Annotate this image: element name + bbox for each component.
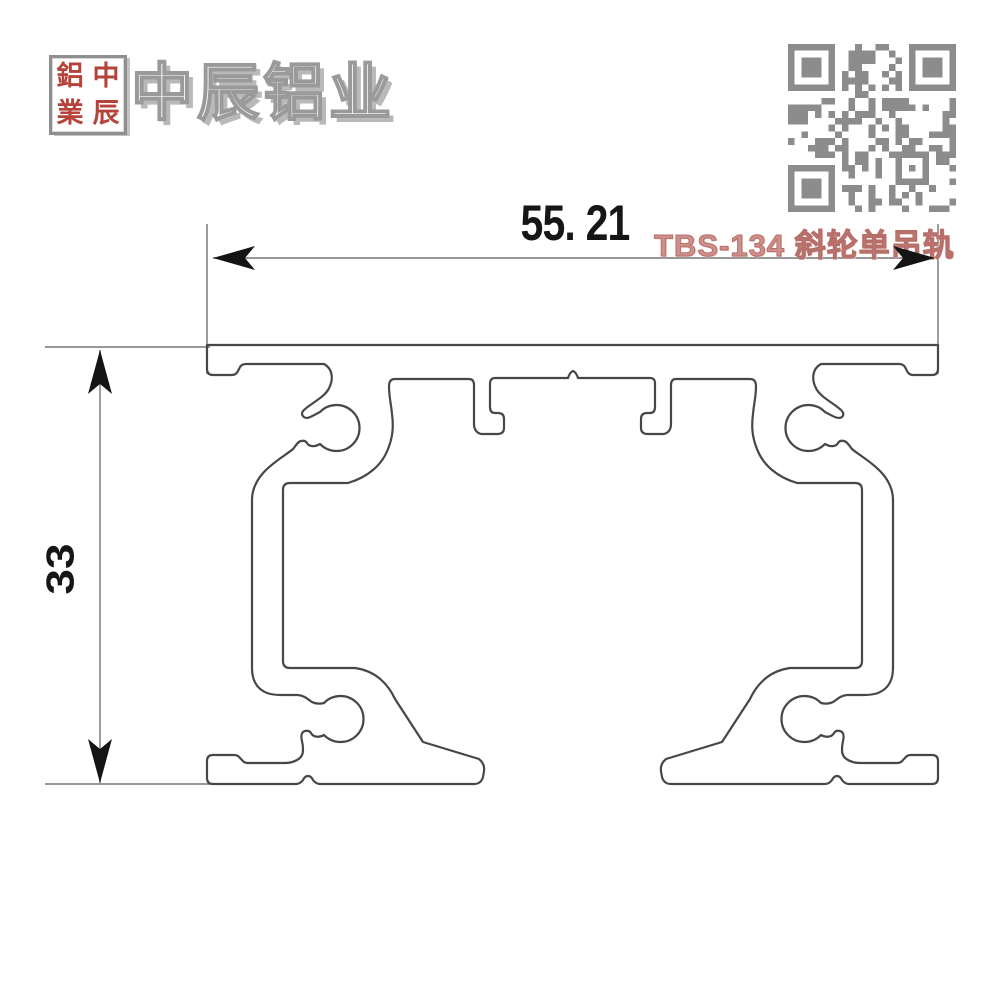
- dimension-arrows: [88, 246, 255, 783]
- seal-char: 中: [92, 61, 120, 91]
- width-dimension: 55. 21: [520, 195, 630, 251]
- qr-code: [788, 44, 956, 212]
- seal-char: 辰: [92, 98, 120, 128]
- width-arrow-left: [213, 246, 255, 270]
- company-name: 中辰铝业: [130, 58, 396, 128]
- height-arrow-up: [88, 350, 112, 394]
- seal-char: 業: [56, 98, 84, 128]
- height-arrow-down: [88, 739, 112, 783]
- company-seal: 鋁 中 業 辰: [49, 55, 127, 135]
- width-arrow-right: [893, 246, 935, 270]
- extension-lines: [45, 224, 939, 785]
- seal-char: 鋁: [56, 61, 84, 91]
- profile-outline: [205, 343, 940, 786]
